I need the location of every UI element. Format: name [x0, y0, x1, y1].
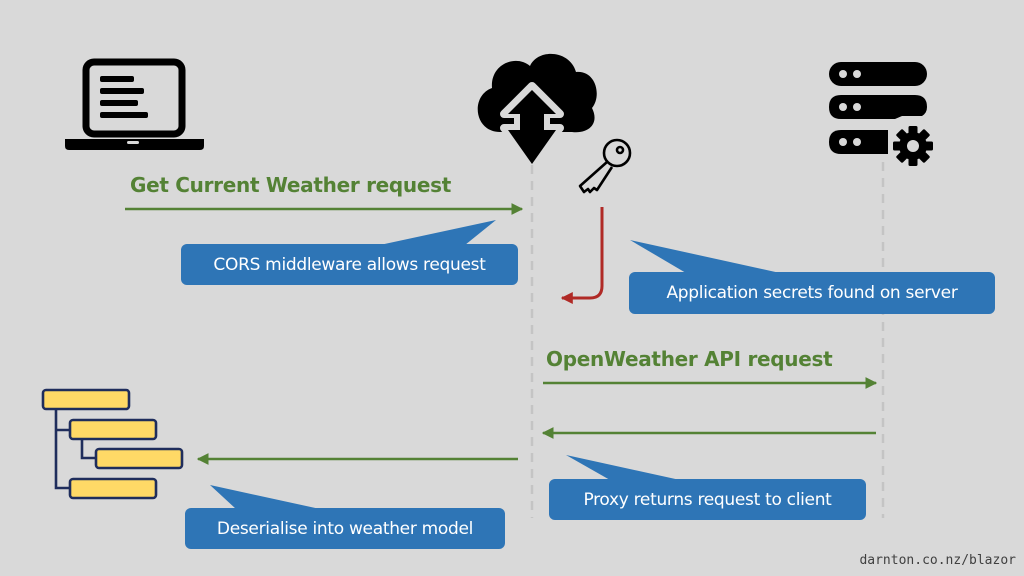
hierarchy-tree-icon	[41, 388, 184, 500]
get-weather-label: Get Current Weather request	[130, 173, 451, 197]
cors-callout: CORS middleware allows request	[181, 244, 518, 285]
deserialise-callout: Deserialise into weather model	[185, 508, 505, 549]
openweather-api-label: OpenWeather API request	[546, 347, 833, 371]
deserialise-callout-tail	[210, 485, 320, 509]
laptop-icon	[65, 58, 204, 150]
cors-callout-tail	[380, 220, 496, 245]
secrets-callout-tail	[630, 240, 780, 273]
cloud-upload-download-icon	[477, 53, 597, 164]
server-gear-icon	[829, 62, 935, 168]
secrets-callout: Application secrets found on server	[629, 272, 995, 314]
key-icon	[578, 138, 632, 194]
secrets-lookup-arrow	[560, 207, 604, 304]
proxy-returns-callout-tail	[566, 455, 680, 480]
proxy-returns-callout: Proxy returns request to client	[549, 479, 866, 520]
footer-url: darnton.co.nz/blazor	[859, 553, 1016, 568]
